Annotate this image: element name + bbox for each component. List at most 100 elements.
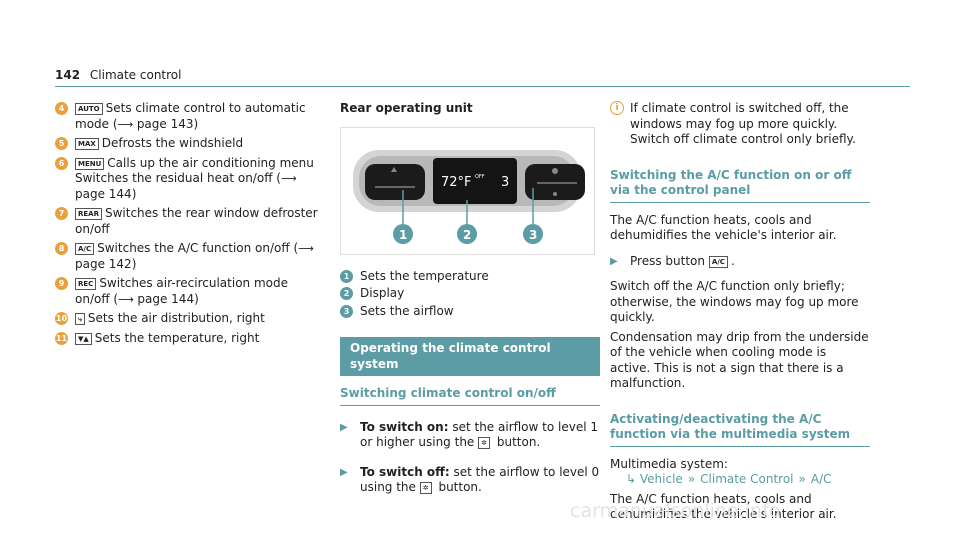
item-text: Switches air-recirculation mode on/off (	[75, 276, 288, 306]
callout-1	[393, 223, 413, 244]
step-press-button: ▶ Press button A/C.	[610, 253, 735, 268]
bullet-arrow-icon: ▶	[340, 421, 348, 433]
page-ref-arrow-icon: ⟶	[117, 117, 137, 131]
callout-3-num: 3	[529, 228, 537, 242]
item-number-badge: 7	[55, 207, 68, 220]
page-title: Climate control	[89, 68, 182, 82]
step-switch-on: ▶ To switch on: set the airflow to level…	[340, 420, 600, 451]
fan-icon	[552, 167, 558, 174]
page-ref: page 142)	[75, 256, 137, 271]
control-button-icon: AUTO	[75, 103, 103, 115]
legend-item: 1 Sets the temperature	[340, 269, 600, 285]
page-ref-arrow-icon: ⟶	[118, 292, 138, 306]
page-ref-arrow-icon: ⟶	[298, 242, 314, 255]
paragraph: The A/C function heats, cools and dehumi…	[610, 212, 837, 243]
control-button-icon: MENU	[75, 157, 105, 170]
control-button-icon: REC	[75, 278, 97, 290]
item-text: Sets the temperature, right	[94, 330, 260, 345]
display-fan-level: 3	[501, 175, 509, 190]
section-heading: Rear operating unit	[340, 101, 473, 115]
path-separator-icon: »	[687, 472, 696, 486]
ac-function-section: i If climate control is switched off, th…	[610, 101, 870, 523]
temp-rocker	[365, 163, 425, 200]
fan-low-icon	[553, 191, 557, 196]
callout-2	[457, 223, 477, 244]
heading-control-panel: Switching the A/C function on or off via…	[610, 168, 870, 203]
fan-button-icon: ✲	[478, 437, 491, 449]
up-arrow-icon	[391, 166, 397, 172]
control-button-icon: ▼▲	[75, 332, 92, 345]
paragraph: Condensation may drip from the underside…	[610, 329, 869, 391]
item-text: Sets the air distribution, right	[87, 311, 265, 325]
step-text: set the airflow to level 1 or higher usi…	[360, 419, 599, 450]
step-tail: button.	[496, 435, 541, 449]
path-separator-icon: »	[798, 472, 806, 486]
note-text: If climate control is switched off, the …	[630, 101, 856, 146]
page-ref: page 144)	[137, 291, 199, 306]
control-item: 10 ⤷Sets the air distribution, right	[55, 311, 325, 327]
step-tail: button.	[438, 480, 482, 494]
item-number-badge: 4	[55, 102, 68, 115]
page-header: 142 Climate control	[55, 68, 181, 82]
item-number-badge: 8	[55, 242, 68, 255]
step-text: set the airflow to level 0 using the	[360, 464, 600, 495]
unit-display	[433, 157, 517, 204]
page-ref: page 144)	[75, 186, 137, 201]
control-button-icon: ⤷	[75, 313, 85, 325]
item-text: Sets climate control to automatic mode (	[75, 101, 306, 131]
callout-2-num: 2	[463, 228, 471, 242]
step-label: To switch off:	[360, 464, 450, 479]
menu-path: ↳ Vehicle»Climate Control»A/C	[626, 472, 870, 488]
heading-multimedia: Activating/deactivating the A/C function…	[610, 412, 870, 447]
legend-item: 2 Display	[340, 286, 600, 302]
rocker-line	[375, 185, 415, 188]
path-crumb[interactable]: Vehicle	[639, 472, 683, 486]
watermark: carmanualsonline.info	[570, 500, 781, 522]
section-banner: Operating the climate control system	[340, 337, 600, 376]
ac-button-icon: A/C	[708, 255, 728, 268]
control-button-icon: MAX	[75, 138, 99, 150]
path-crumb[interactable]: Climate Control	[700, 472, 794, 486]
page-number: 142	[55, 68, 81, 82]
legend-text: Display	[360, 286, 405, 300]
item-text: Calls up the air conditioning menu Switc…	[75, 155, 314, 186]
header-rule	[55, 86, 910, 87]
rear-operating-unit-section: Rear operating unit 72°F OFF 3 1 2 3	[340, 101, 600, 496]
display-temp: 72°F	[441, 175, 472, 190]
item-number-badge: 10	[55, 312, 68, 325]
subsection-heading: Switching climate control on/off	[340, 386, 600, 406]
rear-unit-illustration: 72°F OFF 3 1 2 3	[353, 149, 585, 244]
page-ref: page 143)	[136, 116, 199, 131]
control-item: 11 ▼▲Sets the temperature, right	[55, 331, 325, 347]
legend-number-badge: 2	[340, 287, 353, 300]
multimedia-label: Multimedia system:	[610, 456, 728, 471]
info-icon: i	[610, 101, 624, 115]
paragraph: The A/C function heats, cools and dehumi…	[610, 491, 837, 522]
legend-number-badge: 1	[340, 269, 353, 283]
legend-text: Sets the temperature	[360, 268, 489, 283]
legend-number-badge: 3	[340, 304, 353, 318]
callout-3	[523, 223, 543, 244]
item-number-badge: 9	[55, 277, 68, 290]
item-number-badge: 6	[55, 156, 68, 170]
item-number-badge: 5	[55, 137, 68, 150]
item-text: Defrosts the windshield	[101, 136, 244, 150]
bullet-arrow-icon: ▶	[610, 255, 618, 267]
control-button-icon: REAR	[75, 208, 102, 220]
fan-button-icon: ✲	[419, 482, 432, 494]
path-crumb[interactable]: A/C	[810, 472, 832, 486]
item-number-badge: 11	[55, 331, 68, 345]
bullet-arrow-icon: ▶	[340, 466, 348, 478]
info-note: i If climate control is switched off, th…	[610, 101, 870, 148]
step-text: Press button	[630, 253, 705, 268]
page-ref-arrow-icon: ⟶	[280, 172, 297, 185]
paragraph: Switch off the A/C function only briefly…	[610, 279, 859, 324]
